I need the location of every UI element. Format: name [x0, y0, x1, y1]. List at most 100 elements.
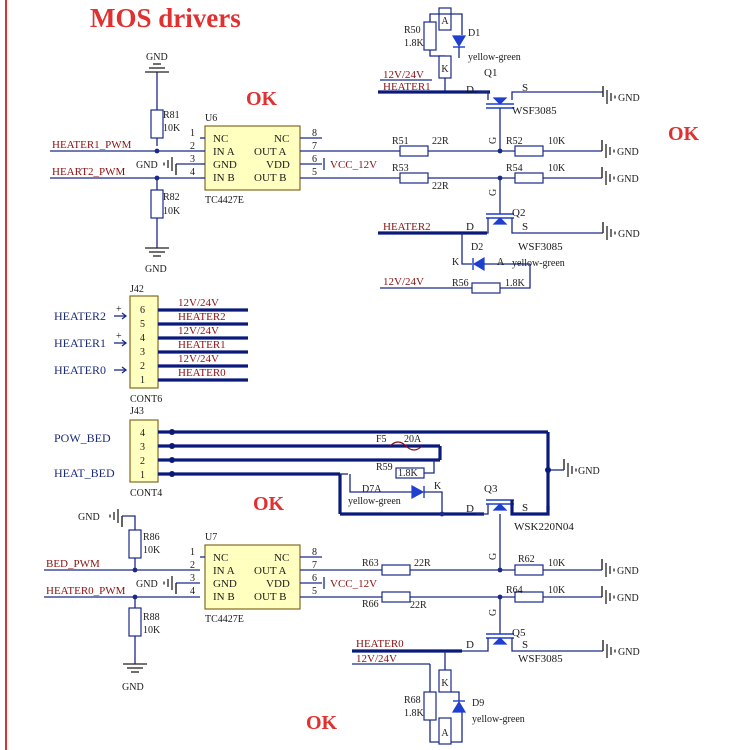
q1-heater1-stage: A R50 1.8K K D1 yellow-green 12V/24V HEA… [378, 7, 640, 154]
plus-mark: + [116, 304, 122, 315]
pin-number: 4 [190, 167, 195, 178]
r66-value: 22R [410, 600, 427, 611]
j42-net-label: HEATER1 [178, 339, 226, 351]
r54-ref: R54 [506, 163, 523, 174]
r88-value: 10K [143, 625, 161, 636]
pin-number: 4 [140, 333, 145, 344]
pin-number: 6 [140, 305, 145, 316]
q2-drain-pin: D [466, 221, 474, 233]
resistor-r52 [514, 145, 544, 157]
connector-body [129, 295, 159, 389]
r68-value: 1.8K [404, 708, 425, 719]
d9-ref: D9 [472, 698, 484, 709]
led-d2 [472, 256, 485, 272]
q3-gate-pin: G [488, 553, 499, 560]
r81-ref: R81 [163, 110, 180, 121]
gnd-symbol [563, 458, 577, 478]
pin-number: 4 [140, 428, 145, 439]
resistor-r81 [150, 109, 164, 139]
r64-value: 10K [548, 585, 566, 596]
pin-label: OUT B [254, 172, 287, 184]
j42-net-label: HEATER0 [178, 367, 226, 379]
r64-ref: R64 [506, 585, 523, 596]
pin-label: IN B [213, 591, 235, 603]
j42-net-label: HEATER2 [178, 311, 226, 323]
pin-number: 7 [312, 141, 317, 152]
led-d7a [411, 484, 425, 500]
j42-net-label: 12V/24V [178, 325, 219, 337]
r53-value: 22R [432, 181, 449, 192]
ic-u7 [204, 544, 301, 610]
r56-ref: R56 [452, 278, 469, 289]
q5-source-pin: S [522, 639, 528, 651]
r86-value: 10K [143, 545, 161, 556]
d9-color: yellow-green [472, 714, 525, 725]
pin-label: OUT A [254, 146, 287, 158]
q1-gate-pin: G [488, 137, 499, 144]
q2-gate-pin: G [488, 189, 499, 196]
gnd-label: GND [618, 229, 640, 240]
pin-label: VDD [266, 159, 290, 171]
resistor-r54 [514, 172, 544, 184]
led-cathode-pin: K [434, 481, 442, 492]
d7a-ref: D7A [362, 484, 382, 495]
r86-ref: R86 [143, 532, 160, 543]
r52-value: 10K [548, 136, 566, 147]
pin-number: 1 [190, 547, 195, 558]
ok-mark: OK [253, 493, 285, 515]
q1-part: WSF3085 [512, 105, 557, 117]
j43-ref: J43 [130, 406, 144, 417]
u6-driver-section: GND R81 10K HEATER1_PWM HEART2_PWM GND R… [50, 52, 515, 275]
u7-pin-labels: NC IN A GND IN B NC OUT A VDD OUT B 1 2 … [190, 547, 317, 603]
resistor-r86 [128, 529, 142, 559]
pin-label: GND [213, 578, 237, 590]
gnd-symbol [601, 558, 615, 578]
gnd-label: GND [618, 647, 640, 658]
r63-ref: R63 [362, 558, 379, 569]
u6-part: TC4427E [205, 195, 244, 206]
gnd-label: GND [122, 682, 144, 693]
pin-number: 6 [312, 154, 317, 165]
ok-mark: OK [306, 712, 338, 734]
gnd-symbol [163, 156, 177, 176]
resistor-r50 [423, 21, 437, 51]
r63-value: 22R [414, 558, 431, 569]
pin-number: 1 [190, 128, 195, 139]
q5-heater0-stage: G HEATER0 D S Q5 WSF3085 GND 12V/24V K R… [352, 597, 640, 745]
led-anode-pin: A [441, 16, 449, 27]
heater1-pwm-label: HEATER1_PWM [52, 139, 132, 151]
resistor-r51 [399, 145, 429, 157]
r56-value: 1.8K [505, 278, 526, 289]
u7-ref: U7 [205, 532, 217, 543]
connector-j43: J43 4 3 2 1 CONT4 POW_BED HEAT_BED GND F… [54, 406, 600, 570]
d7a-color: yellow-green [348, 496, 401, 507]
connector-body [129, 419, 159, 483]
u6-ref: U6 [205, 113, 217, 124]
j42-part: CONT6 [130, 394, 162, 405]
pin-label: NC [274, 133, 289, 145]
q2-ref: Q2 [512, 207, 525, 219]
pin-label: NC [274, 552, 289, 564]
r66-ref: R66 [362, 599, 379, 610]
gnd-symbol [602, 85, 616, 105]
q3-part: WSK220N04 [514, 521, 574, 533]
pin-number: 5 [140, 319, 145, 330]
r51-ref: R51 [392, 136, 409, 147]
ok-mark: OK [668, 123, 700, 145]
gnd-symbol [163, 575, 177, 595]
v12-24-label: 12V/24V [383, 69, 424, 81]
led-cathode-pin: K [452, 257, 460, 268]
heart2-pwm-label: HEART2_PWM [52, 166, 126, 178]
led-cathode-pin: K [441, 64, 449, 75]
q1-source-pin: S [522, 82, 528, 94]
gnd-label: GND [578, 466, 600, 477]
pin-number: 8 [312, 128, 317, 139]
plus-mark: + [116, 331, 122, 342]
q2-heater2-stage: G HEATER2 D S Q2 WSF3085 GND K A D2 yell… [378, 175, 640, 294]
r59-ref: R59 [376, 462, 393, 473]
gnd-label: GND [617, 174, 639, 185]
gnd-symbol [602, 639, 616, 659]
fuse-value: 20A [404, 434, 422, 445]
gnd-symbol: GND [145, 247, 169, 275]
gnd-label: GND [617, 147, 639, 158]
